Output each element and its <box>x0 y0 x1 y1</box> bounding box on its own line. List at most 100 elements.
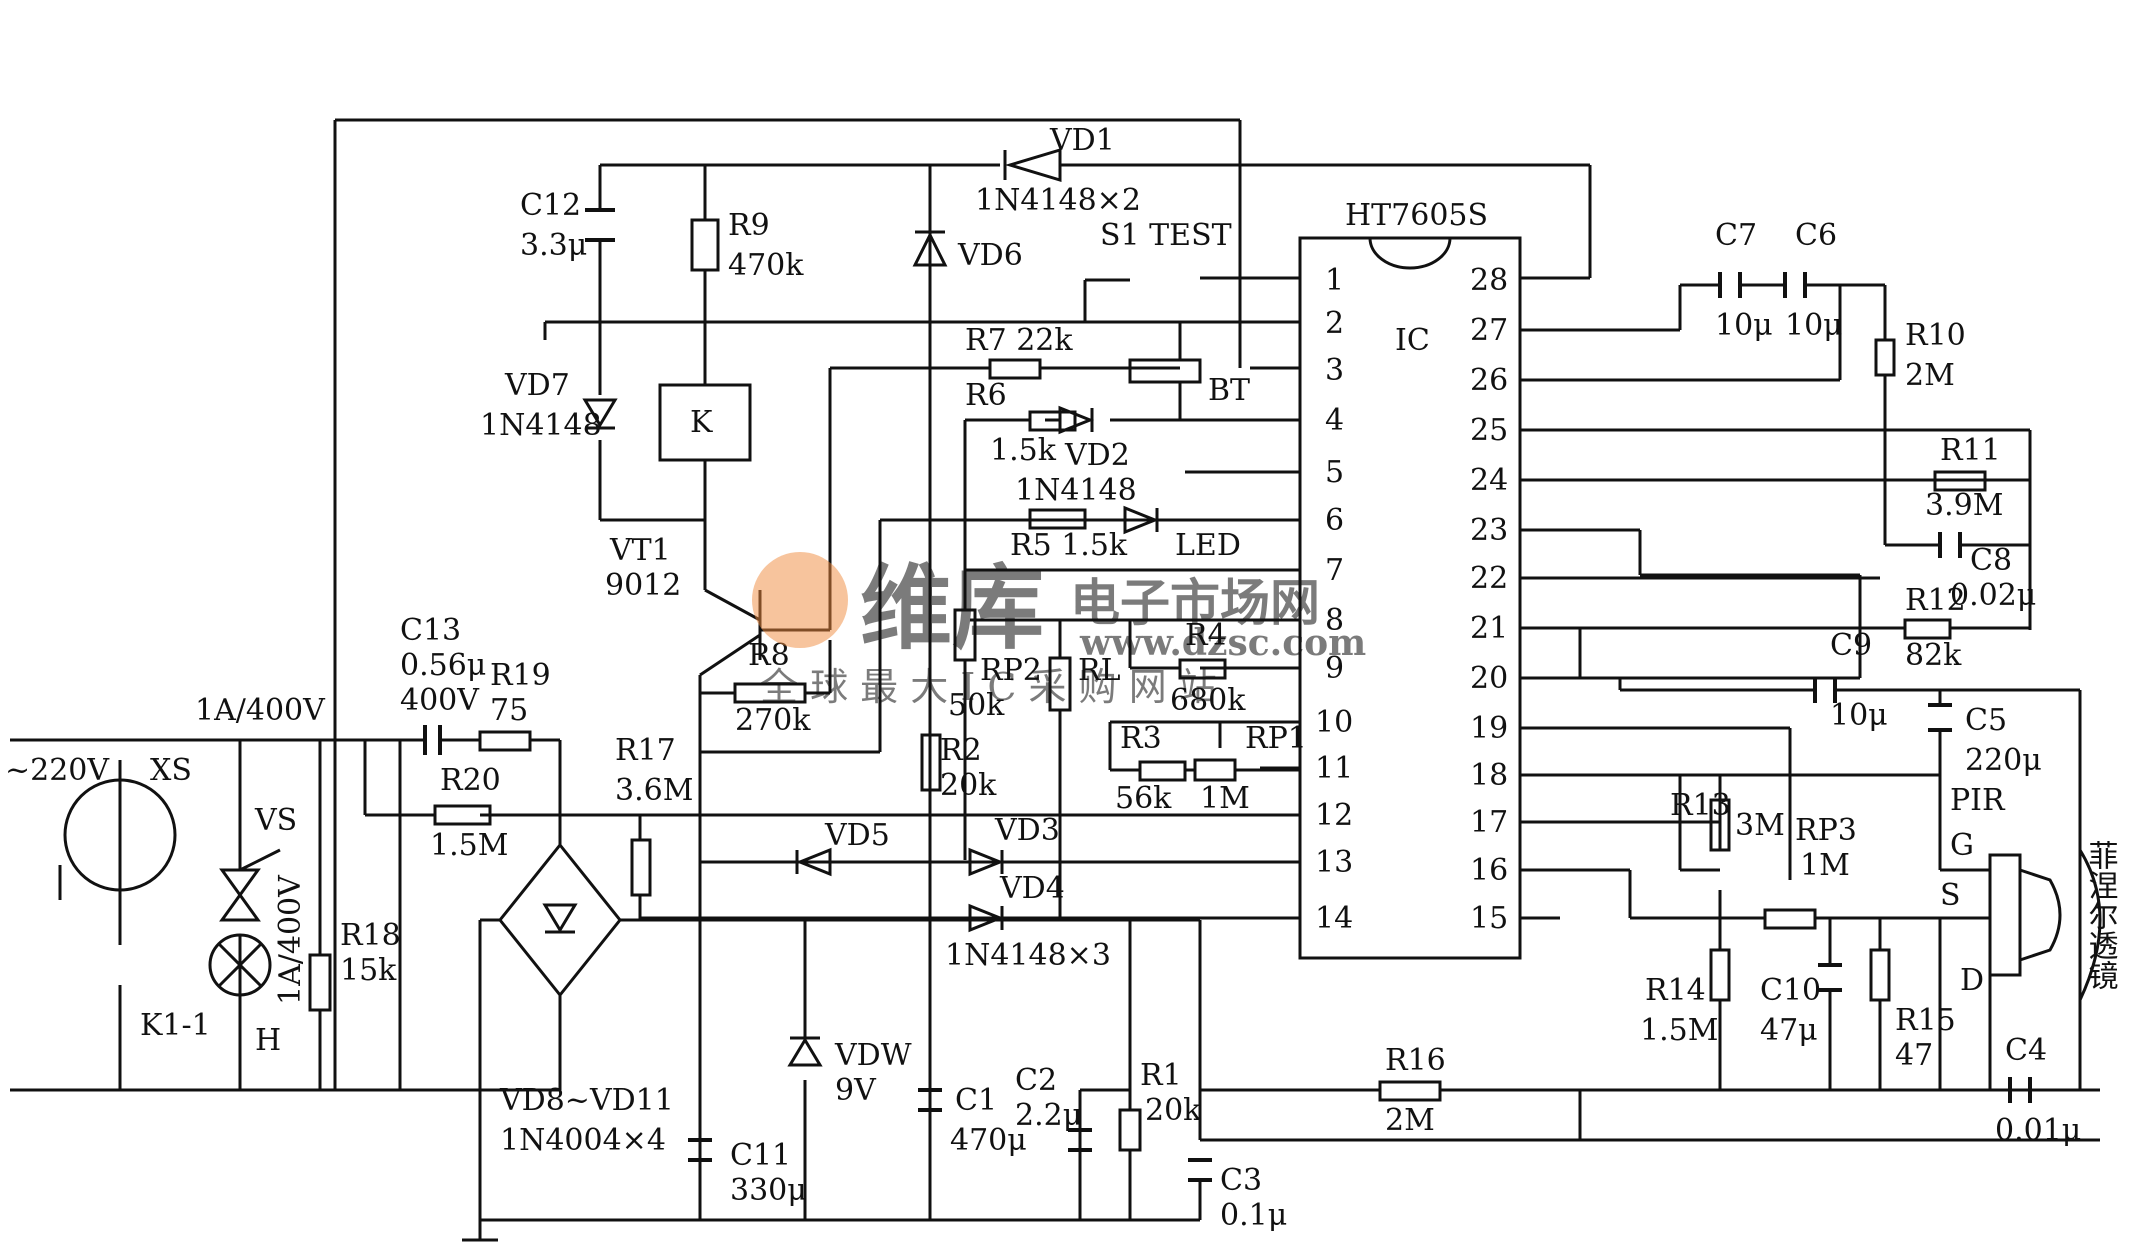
vd7-label: VD7 <box>504 368 570 403</box>
r19-label: R19 <box>490 658 551 693</box>
diodes <box>219 147 1160 1067</box>
vdw-label: VDW <box>834 1038 912 1073</box>
rp2-label: RP2 <box>980 653 1042 688</box>
c2-label: C2 <box>1015 1063 1057 1098</box>
svg-text:8: 8 <box>1325 603 1344 638</box>
vt1-label: VT1 <box>609 533 671 568</box>
svg-text:12: 12 <box>1315 798 1353 833</box>
vd5-label: VD5 <box>824 818 890 853</box>
vs-label: VS <box>254 803 297 838</box>
ic-label: IC <box>1395 323 1430 358</box>
r1-value: 20k <box>1145 1093 1202 1128</box>
vt1-value: 9012 <box>605 568 681 603</box>
c11-value: 330μ <box>730 1173 807 1208</box>
watermark-logo-icon <box>752 552 848 648</box>
c12-label: C12 <box>520 188 581 223</box>
vd7-value: 1N4148 <box>480 408 602 443</box>
h-label: H <box>255 1023 281 1058</box>
r14-value: 1.5M <box>1640 1013 1718 1048</box>
rl-label: RL <box>1078 653 1121 688</box>
svg-text:13: 13 <box>1315 845 1353 880</box>
c9-value: 10μ <box>1830 698 1888 733</box>
r14-label: R14 <box>1645 973 1706 1008</box>
c2-value: 2.2μ <box>1015 1098 1082 1133</box>
r6-label: R6 <box>965 378 1007 413</box>
r4-label: R4 <box>1185 618 1227 653</box>
svg-text:22: 22 <box>1470 561 1508 596</box>
c9-label: C9 <box>1830 628 1872 663</box>
k11-label: K1-1 <box>140 1008 211 1043</box>
pir-d-label: D <box>1960 963 1984 998</box>
r10-label: R10 <box>1905 318 1966 353</box>
c10-label: C10 <box>1760 973 1821 1008</box>
c7-label: C7 <box>1715 218 1757 253</box>
c1-label: C1 <box>955 1083 997 1118</box>
r12-value: 82k <box>1905 638 1962 673</box>
svg-text:10: 10 <box>1315 705 1353 740</box>
pir-g-label: G <box>1950 828 1974 863</box>
r10-value: 2M <box>1905 358 1955 393</box>
watermark-site: 电子市场网 <box>1070 573 1320 632</box>
led-label: LED <box>1175 528 1241 563</box>
vd811-value: 1N4004×4 <box>500 1123 666 1158</box>
vd1-value: 1N4148×2 <box>975 183 1141 218</box>
fuse2-label: 1A/400V <box>273 874 308 1005</box>
r3-value: 56k <box>1115 781 1172 816</box>
c1-value: 470μ <box>950 1123 1027 1158</box>
svg-text:11: 11 <box>1315 751 1353 786</box>
r15-value: 47 <box>1895 1038 1933 1073</box>
fresnel-lens-label: 菲涅尔透镜 <box>2083 840 2118 990</box>
r11-value: 3.9M <box>1925 488 2003 523</box>
vd345-value: 1N4148×3 <box>945 938 1111 973</box>
svg-text:24: 24 <box>1470 463 1508 498</box>
r4-value: 680k <box>1170 683 1246 718</box>
svg-text:26: 26 <box>1470 363 1508 398</box>
vdw-value: 9V <box>835 1073 877 1108</box>
r8-value: 270k <box>735 703 811 738</box>
svg-text:17: 17 <box>1470 805 1508 840</box>
c11-label: C11 <box>730 1138 791 1173</box>
c5-label: C5 <box>1965 703 2007 738</box>
c7-value: 10μ <box>1715 308 1773 343</box>
watermark-brand: 维库 <box>860 554 1044 662</box>
fuse1-label: 1A/400V <box>195 693 326 728</box>
vd811-label: VD8~VD11 <box>499 1083 674 1118</box>
r19-value: 75 <box>490 693 528 728</box>
r15-label: R15 <box>1895 1003 1956 1038</box>
watermark-url: www.dzsc.com <box>1079 622 1366 664</box>
svg-text:5: 5 <box>1325 455 1344 490</box>
c13-value: 0.56μ <box>400 648 486 683</box>
svg-text:4: 4 <box>1325 403 1344 438</box>
r16-label: R16 <box>1385 1043 1446 1078</box>
r3-label: R3 <box>1120 721 1162 756</box>
vd3-label: VD3 <box>994 813 1060 848</box>
ic-name: HT7605S <box>1345 198 1488 233</box>
c13-voltage: 400V <box>400 683 480 718</box>
r5-label: R5 1.5k <box>1010 528 1128 563</box>
svg-text:20: 20 <box>1470 661 1508 696</box>
r7-label: R7 22k <box>965 323 1073 358</box>
svg-text:21: 21 <box>1470 611 1508 646</box>
svg-text:18: 18 <box>1470 758 1508 793</box>
rp3-value: 1M <box>1800 848 1850 883</box>
r2-value: 20k <box>940 768 997 803</box>
svg-text:9: 9 <box>1325 651 1344 686</box>
r1-label: R1 <box>1140 1058 1182 1093</box>
c12-value: 3.3μ <box>520 228 587 263</box>
r16-value: 2M <box>1385 1103 1435 1138</box>
vd4-label: VD4 <box>999 871 1065 906</box>
r2-label: R2 <box>940 733 982 768</box>
r18-label: R18 <box>340 918 401 953</box>
bt-label: BT <box>1208 373 1250 408</box>
r13-label: R13 <box>1670 788 1731 823</box>
c6-label: C6 <box>1795 218 1837 253</box>
c5-value: 220μ <box>1965 743 2042 778</box>
c3-value: 0.1μ <box>1220 1198 1287 1233</box>
c3-label: C3 <box>1220 1163 1262 1198</box>
right-pin-numbers: 28 27 26 25 24 23 22 21 20 19 18 17 16 1… <box>1470 263 1508 936</box>
svg-text:25: 25 <box>1470 413 1508 448</box>
svg-text:3: 3 <box>1325 353 1344 388</box>
capacitors <box>423 208 2032 1182</box>
svg-text:16: 16 <box>1470 853 1508 888</box>
